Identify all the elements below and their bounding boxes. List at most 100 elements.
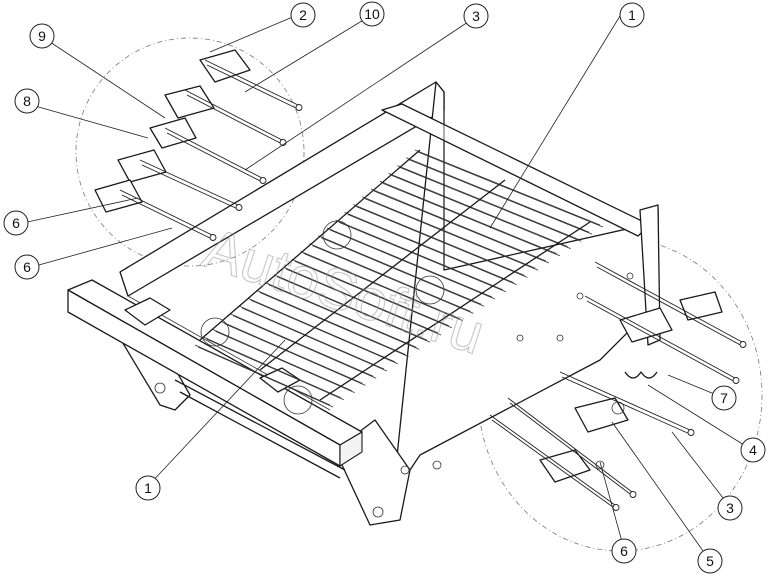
- detail-rod-edge: [186, 94, 285, 146]
- sieve-rod-edge: [347, 214, 517, 285]
- callout-balloon: [290, 2, 316, 28]
- sieve-rod: [291, 258, 449, 327]
- sieve-rod: [230, 313, 374, 377]
- detail-rod: [594, 261, 743, 343]
- sieve-rod: [370, 188, 547, 262]
- detail-rod: [584, 295, 736, 379]
- callout-number: 8: [23, 93, 31, 109]
- sieve-rod-edge: [233, 315, 377, 379]
- sieve-rod-edge: [373, 190, 550, 264]
- detail-rod: [119, 189, 213, 236]
- detail-rod: [184, 89, 283, 141]
- detail-rod-edge: [586, 300, 738, 384]
- sieve-rod: [212, 329, 352, 391]
- sieve-rod: [362, 196, 536, 269]
- rod-end: [295, 104, 303, 111]
- sieve-rod-edge: [409, 159, 593, 235]
- callout-9: 7: [711, 385, 737, 411]
- callout-balloon: [359, 1, 385, 27]
- detail-rod-edge: [561, 376, 693, 436]
- callout-8: 6: [14, 254, 40, 280]
- callout-12: 1: [135, 475, 161, 501]
- detail-rod: [559, 371, 691, 431]
- detail-rod-edge: [596, 266, 745, 348]
- sieve-rod: [194, 344, 331, 406]
- sieve-rod-edge: [285, 268, 442, 336]
- sieve-rod-edge: [250, 299, 398, 365]
- callout-balloon: [14, 88, 40, 114]
- sieve-rod: [397, 165, 579, 240]
- sieve-rod-edge: [338, 221, 506, 293]
- sieve-rod-edge: [197, 346, 334, 408]
- sieve-rod-edge: [215, 331, 355, 393]
- sieve-rod: [318, 235, 482, 305]
- detail-rod-edge: [206, 64, 301, 111]
- grid-detail-ring: [200, 317, 230, 347]
- callout-2: 10: [359, 1, 385, 27]
- callout-balloon: [463, 3, 489, 29]
- callout-balloon: [717, 495, 743, 521]
- callout-10: 4: [740, 437, 766, 463]
- screen-frame: [67, 81, 661, 526]
- sieve-rod: [353, 204, 525, 276]
- callout-number: 9: [38, 28, 46, 44]
- callout-balloon: [711, 385, 737, 411]
- detail-rod: [164, 127, 263, 179]
- watermark-text: AutoSoft.ru: [196, 216, 492, 367]
- callout-number: 5: [706, 553, 714, 569]
- detail-rod: [489, 414, 616, 506]
- callout-3: 3: [463, 3, 489, 29]
- callout-balloon: [14, 254, 40, 280]
- callout-number: 3: [472, 8, 480, 24]
- sieve-rod-edge: [329, 229, 496, 300]
- sieve-rod-edge: [268, 284, 420, 350]
- callout-number: 1: [144, 480, 152, 496]
- sieve-rod-edge: [417, 151, 604, 228]
- sieve-rod-edge: [303, 253, 463, 321]
- detail-circle-left: [75, 37, 305, 267]
- detail-rod-edge: [491, 419, 618, 511]
- sieve-rod-array: [194, 149, 604, 415]
- callout-balloon: [740, 437, 766, 463]
- sieve-rod-edge: [391, 175, 571, 249]
- sieve-rod-edge: [312, 245, 474, 314]
- sieve-rod: [274, 274, 428, 341]
- rod-end: [209, 234, 217, 241]
- sieve-rod: [203, 336, 341, 399]
- sieve-rod: [326, 227, 493, 298]
- sieve-rod: [265, 282, 417, 348]
- sieve-rod: [282, 266, 439, 334]
- grid-detail-ring: [415, 275, 445, 305]
- sieve-rod: [379, 180, 557, 255]
- callout-5: 9: [29, 23, 55, 49]
- callout-13: 6: [611, 538, 637, 564]
- callout-number: 2: [299, 7, 307, 23]
- left-detail-rods: [119, 59, 303, 241]
- callout-7: 6: [3, 210, 29, 236]
- sieve-rod: [247, 297, 395, 363]
- callout-balloon: [611, 538, 637, 564]
- callout-number: 6: [12, 215, 20, 231]
- sieve-rod: [335, 219, 503, 291]
- sieve-rod: [406, 157, 590, 233]
- callout-balloon: [135, 475, 161, 501]
- cross-member: [199, 149, 421, 341]
- sieve-rod-edge: [224, 323, 366, 386]
- rod-end: [259, 177, 267, 184]
- sieve-rod-edge: [259, 292, 409, 357]
- callout-number: 1: [628, 7, 636, 23]
- grid-detail-ring: [322, 220, 352, 250]
- sieve-rod: [344, 212, 514, 283]
- cross-member: [319, 221, 591, 401]
- detail-rod: [139, 159, 239, 206]
- sieve-rod-edge: [277, 276, 431, 343]
- sieve-rod: [221, 321, 363, 384]
- cross-member: [259, 179, 506, 371]
- sieve-rod: [256, 290, 406, 355]
- detail-rod: [507, 397, 633, 493]
- sieve-rod-edge: [356, 206, 528, 278]
- sieve-rod-edge: [294, 260, 452, 329]
- rod-end: [629, 491, 637, 498]
